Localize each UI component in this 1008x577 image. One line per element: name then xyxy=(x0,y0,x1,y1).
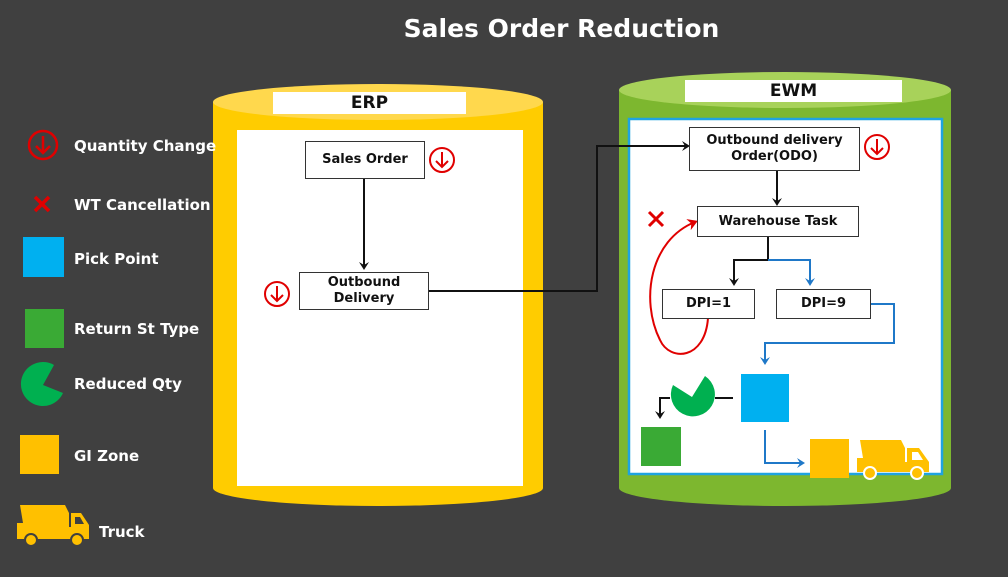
arrow-dpi9-to-pickpoint xyxy=(760,303,895,365)
legend-pick-point-icon xyxy=(23,237,64,277)
arrow-wt-to-dpi9 xyxy=(768,259,815,286)
legend-label-wt-cancellation: WT Cancellation xyxy=(74,196,211,214)
legend-label-truck: Truck xyxy=(99,523,145,541)
legend-reduced-qty-icon xyxy=(20,362,63,407)
gi-zone-icon xyxy=(810,439,849,478)
arrow-od-to-odo xyxy=(429,141,690,292)
arrow-reducedqty-to-return xyxy=(655,397,670,419)
odo-box: Outbound delivery Order(ODO) xyxy=(689,127,860,171)
legend-label-return-st-type: Return St Type xyxy=(74,320,200,338)
sales-order-box: Sales Order xyxy=(305,141,425,179)
dpi1-box: DPI=1 xyxy=(662,289,755,319)
outbound-delivery-box: Outbound Delivery xyxy=(299,272,429,310)
legend-label-pick-point: Pick Point xyxy=(74,250,159,268)
return-st-type-icon xyxy=(641,427,681,466)
reduced-qty-icon xyxy=(670,376,715,417)
quantity-change-icon xyxy=(264,281,290,307)
quantity-change-icon xyxy=(429,147,455,173)
wt-cancellation-icon xyxy=(647,210,665,228)
diagram-title: Sales Order Reduction xyxy=(403,14,720,43)
legend-gi-zone-icon xyxy=(20,435,59,474)
arrow-wt-to-dpi1 xyxy=(729,237,769,286)
ewm-label: EWM xyxy=(685,80,902,102)
legend-return-st-type-icon xyxy=(25,309,64,348)
legend-label-reduced-qty: Reduced Qty xyxy=(74,375,182,393)
legend-quantity-change-icon xyxy=(27,129,59,161)
legend-label-quantity-change: Quantity Change xyxy=(74,137,217,155)
truck-icon xyxy=(857,440,929,480)
quantity-change-icon xyxy=(864,134,890,160)
legend-wt-cancellation-icon xyxy=(33,195,51,213)
wt-cancellation-loop xyxy=(649,219,709,355)
erp-label: ERP xyxy=(273,92,466,114)
legend-label-gi-zone: GI Zone xyxy=(74,447,140,465)
warehouse-task-box: Warehouse Task xyxy=(697,206,859,237)
dpi9-box: DPI=9 xyxy=(776,289,871,319)
pick-point-icon xyxy=(741,374,789,422)
arrow-pickpoint-to-gizone xyxy=(764,430,805,468)
legend-truck-icon xyxy=(17,505,89,547)
